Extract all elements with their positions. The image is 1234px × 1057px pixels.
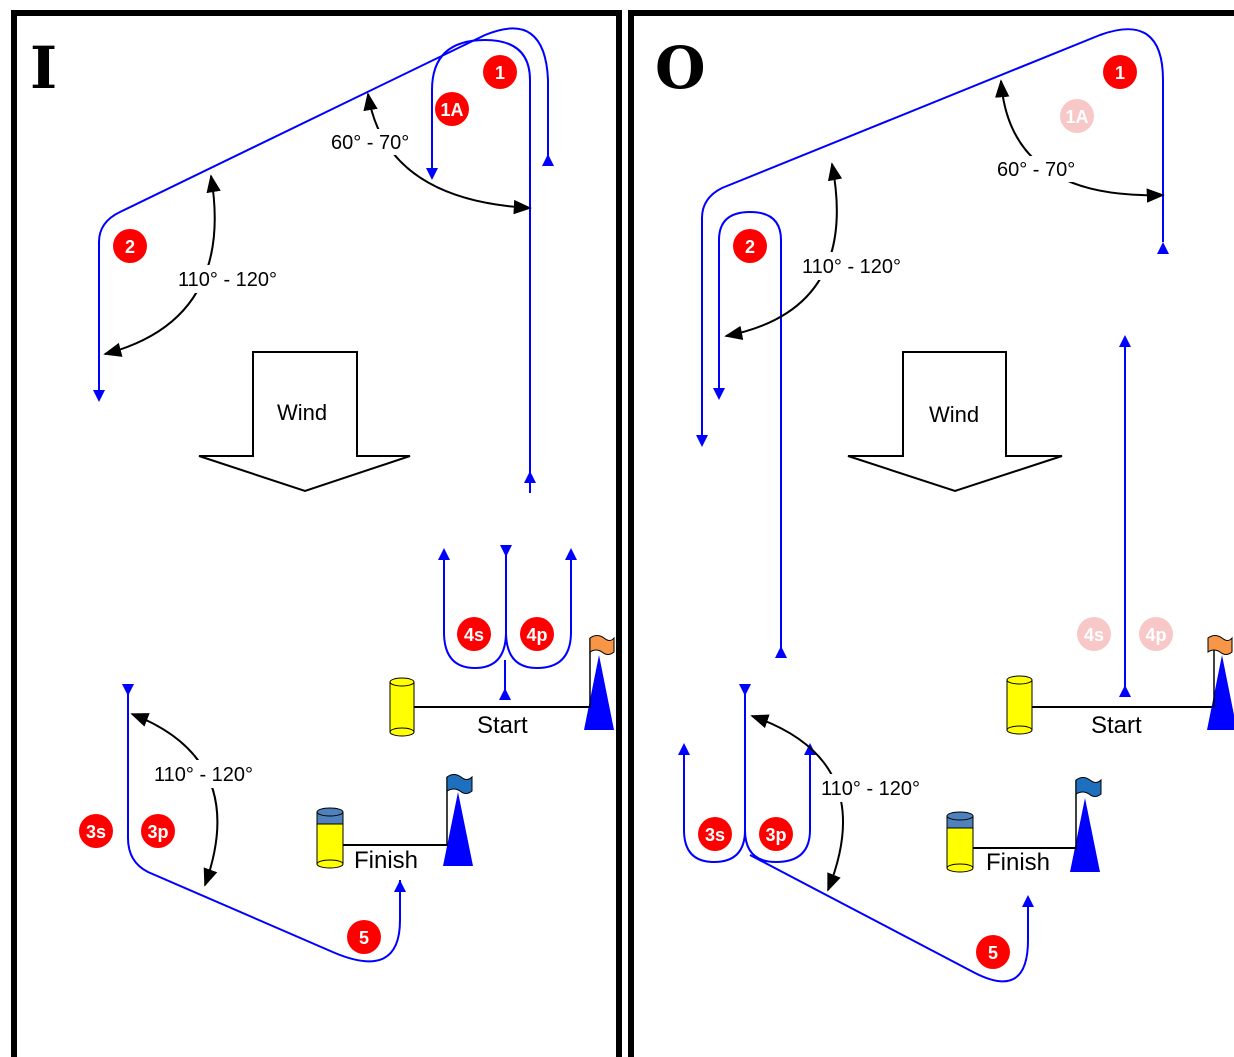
course-leg-gate-4 bbox=[443, 555, 572, 670]
mark-label: 4s bbox=[1084, 625, 1104, 645]
mark-label: 3p bbox=[147, 822, 168, 842]
mark-label: 4s bbox=[464, 625, 484, 645]
mark-4p bbox=[520, 617, 554, 651]
angle-label-bg bbox=[175, 265, 302, 293]
arrowhead bbox=[122, 684, 134, 696]
mark-label: 3p bbox=[765, 825, 786, 845]
arrowhead bbox=[739, 684, 751, 696]
start-label: Start bbox=[1091, 712, 1142, 739]
mark-label: 1A bbox=[440, 100, 463, 120]
mark-label: 1A bbox=[1065, 107, 1088, 127]
finish-pin-buoy-icon bbox=[946, 811, 974, 873]
mark-label: 4p bbox=[526, 625, 547, 645]
mark-label: 4p bbox=[1145, 625, 1166, 645]
mark-label: 5 bbox=[359, 928, 369, 948]
panel-outer: O 60° - 70° 110° - 120° 110° - 120° Wind bbox=[655, 28, 1234, 983]
angle-arc-110-120-bottom bbox=[130, 713, 219, 887]
angle-label-bg bbox=[818, 774, 945, 802]
panel-frame-left bbox=[11, 10, 622, 1057]
committee-boat-orange-flag-icon bbox=[584, 635, 615, 730]
arrowhead bbox=[1157, 242, 1169, 254]
mark-1a-faded bbox=[1060, 99, 1094, 133]
panel-inner: I 60° - 70° 110° - 120° 110° - 120° Wind bbox=[30, 27, 615, 963]
course-leg-run-and-finish bbox=[127, 690, 401, 963]
angle-label-60-70: 60° - 70° bbox=[997, 159, 1075, 181]
angle-label-bg bbox=[994, 156, 1094, 182]
mark-3p bbox=[759, 817, 793, 851]
mark-label: 3s bbox=[705, 825, 725, 845]
mark-2 bbox=[113, 229, 147, 263]
arrowhead bbox=[1119, 335, 1131, 347]
mark-label: 2 bbox=[125, 237, 135, 257]
arrowhead bbox=[713, 388, 725, 400]
mark-5 bbox=[976, 935, 1010, 969]
arrowhead bbox=[426, 168, 438, 180]
arrowhead bbox=[1022, 895, 1034, 907]
mark-5 bbox=[347, 920, 381, 954]
arrowhead bbox=[438, 548, 450, 560]
mark-label: 1 bbox=[1115, 63, 1125, 83]
finish-boat-blue-flag-icon bbox=[1070, 777, 1102, 872]
arrowhead bbox=[93, 390, 105, 402]
committee-boat-orange-flag-icon bbox=[1207, 635, 1234, 730]
arrowhead bbox=[499, 688, 511, 700]
mark-4s bbox=[457, 617, 491, 651]
arrowhead bbox=[500, 545, 512, 557]
arrowhead bbox=[696, 435, 708, 447]
angle-label-110-120-bottom: 110° - 120° bbox=[821, 778, 920, 800]
wind-arrow-icon bbox=[198, 351, 411, 493]
finish-pin-buoy-icon bbox=[316, 807, 344, 869]
start-label: Start bbox=[477, 712, 528, 739]
arrowhead bbox=[775, 646, 787, 658]
angle-label-110-120-bottom: 110° - 120° bbox=[154, 764, 253, 786]
arrowhead bbox=[542, 154, 554, 166]
panel-letter: I bbox=[30, 34, 57, 102]
angle-arc-60-70 bbox=[363, 92, 532, 215]
panel-letter: O bbox=[655, 34, 706, 102]
course-leg-beat-to-mark-2 bbox=[718, 210, 782, 648]
course-leg-reach-to-mark-2 bbox=[701, 28, 1164, 436]
finish-label: Finish bbox=[986, 849, 1050, 876]
mark-2 bbox=[733, 229, 767, 263]
mark-3s bbox=[698, 817, 732, 851]
start-pin-buoy-icon bbox=[1006, 675, 1033, 735]
angle-label-bg bbox=[151, 760, 278, 788]
arrowhead bbox=[394, 880, 406, 892]
course-leg-reach-to-mark-2 bbox=[98, 27, 549, 392]
mark-4p-faded bbox=[1139, 617, 1173, 651]
angle-label-110-120-top: 110° - 120° bbox=[178, 269, 277, 291]
mark-label: 5 bbox=[988, 943, 998, 963]
wind-label: Wind bbox=[929, 402, 979, 427]
mark-3s bbox=[79, 814, 113, 848]
angle-label-bg bbox=[799, 252, 926, 280]
arrowhead bbox=[524, 471, 536, 483]
start-pin-buoy-icon bbox=[389, 677, 415, 737]
mark-1 bbox=[1103, 55, 1137, 89]
mark-3p bbox=[141, 814, 175, 848]
mark-1 bbox=[483, 55, 517, 89]
course-leg-run-and-finish bbox=[749, 854, 1029, 983]
course-leg-beat-to-mark-1 bbox=[431, 38, 531, 493]
wind-arrow-icon bbox=[847, 351, 1063, 493]
angle-label-bg bbox=[328, 129, 428, 155]
angle-label-110-120-top: 110° - 120° bbox=[802, 256, 901, 278]
mark-1a bbox=[435, 92, 469, 126]
arrowhead bbox=[678, 743, 690, 755]
angle-label-60-70: 60° - 70° bbox=[331, 132, 409, 154]
finish-boat-blue-flag-icon bbox=[443, 774, 473, 866]
mark-label: 2 bbox=[745, 237, 755, 257]
finish-label: Finish bbox=[354, 847, 418, 874]
mark-4s-faded bbox=[1077, 617, 1111, 651]
panel-frame-right bbox=[628, 10, 1234, 1057]
mark-label: 3s bbox=[86, 822, 106, 842]
mark-label: 1 bbox=[495, 63, 505, 83]
wind-label: Wind bbox=[277, 400, 327, 425]
arrowhead bbox=[565, 548, 577, 560]
arrowhead bbox=[1119, 685, 1131, 697]
